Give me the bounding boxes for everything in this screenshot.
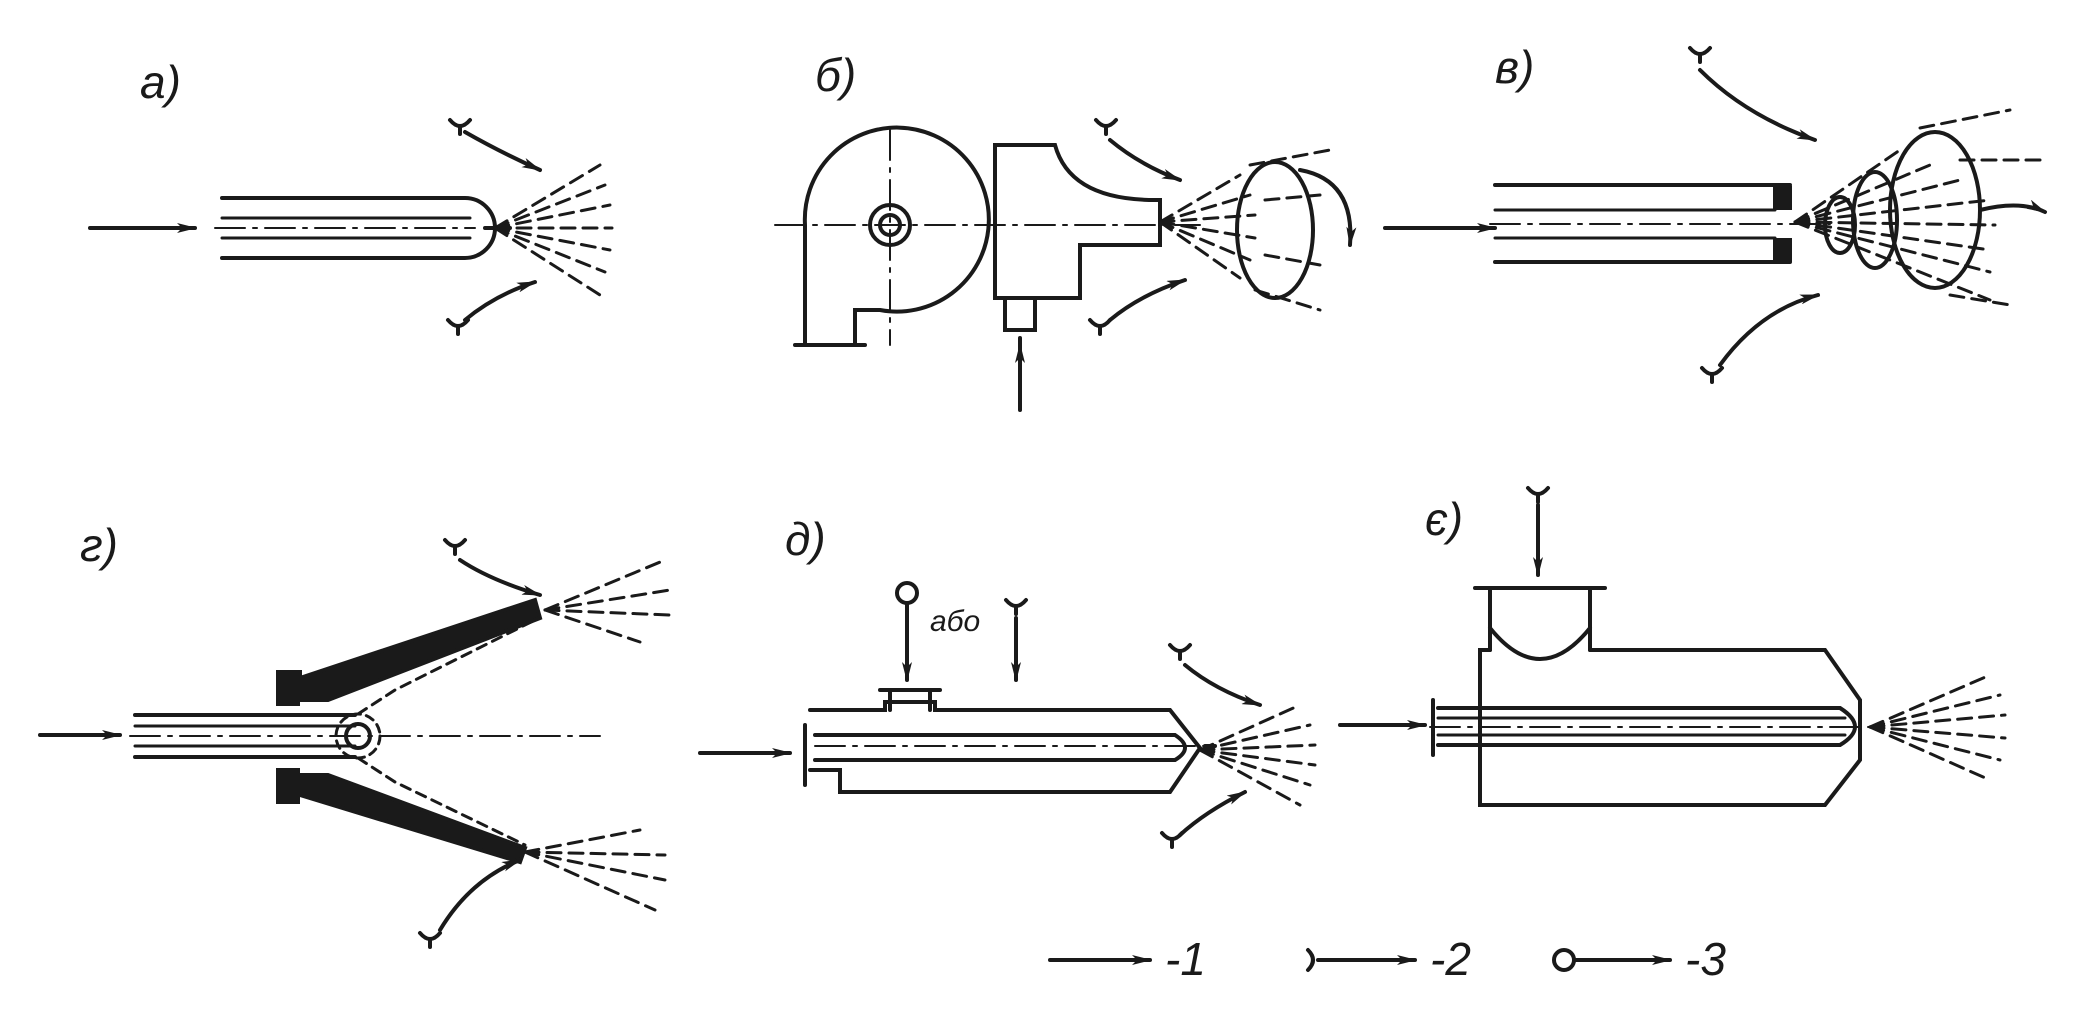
legend-label-1: -1 <box>1165 933 1206 985</box>
legend-label-3: -3 <box>1685 933 1726 985</box>
panel-v-label: в) <box>1495 41 1535 93</box>
panel-v-nozzle <box>1385 46 2045 384</box>
panel-d-nozzle <box>700 583 1315 849</box>
legend-symbol-2 <box>1308 950 1417 970</box>
panel-a-label: а) <box>140 56 181 108</box>
panel-a-nozzle <box>90 118 612 336</box>
legend-symbol-3 <box>1554 950 1672 970</box>
panel-d-note: або <box>930 605 981 638</box>
panel-e-nozzle <box>1340 486 2005 805</box>
legend <box>1050 950 1672 970</box>
panel-g-label: г) <box>80 519 119 571</box>
legend-label-2: -2 <box>1430 933 1471 985</box>
panel-b-label: б) <box>815 49 857 101</box>
panel-b-nozzle <box>775 118 1357 410</box>
panel-g-nozzle <box>40 538 670 949</box>
panel-e-label: є) <box>1425 493 1464 545</box>
panel-d-label: д) <box>785 513 826 565</box>
